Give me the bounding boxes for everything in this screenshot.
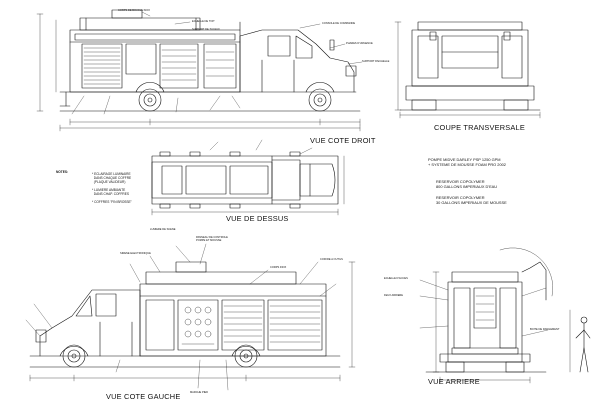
pump-spec-text: POMPE MIDVE DARLEY PSP 1250 GPM + SYSTEM… (428, 157, 506, 167)
rear-view (419, 247, 591, 384)
callout-right-4: CONSOLE DE COMMANDE (322, 22, 356, 25)
view-title-rear: VUE ARRIERE (428, 377, 480, 386)
callout-rear-2: FEUX ARRIERE (384, 294, 404, 297)
callout-right-1: CORPS DE BOUCLE INOX (118, 9, 150, 12)
callout-rear-1: ECHELLE D'ACCES (384, 277, 408, 280)
cross-section-view (394, 21, 541, 119)
top-view (151, 139, 345, 216)
view-title-top: VUE DE DESSUS (226, 214, 289, 223)
water-tank-spec-text: RESERVOIR COPOLYMER 800 GALLONS IMPERIAU… (436, 179, 498, 189)
right-side-view (36, 9, 363, 132)
left-side-view (25, 243, 356, 391)
callout-left-1: LUMIERE DE SCENE (150, 228, 176, 231)
view-title-right-side: VUE COTE DROIT (310, 136, 376, 145)
callout-right-2: ECHELLE DE TOIT (192, 20, 215, 23)
callout-left-5: COFFRE A OUTILS (320, 258, 343, 261)
foam-tank-spec-text: RESERVOIR COPOLYMER 30 GALLONS IMPERIAUX… (436, 195, 507, 205)
callout-right-3: SUPPORT DE TUYAUX (192, 28, 220, 31)
callout-right-6: SUPPORT D'ECHELLE (362, 60, 390, 63)
view-title-left-side: VUE COTE GAUCHE (106, 392, 181, 401)
callout-right-5: PHARES D'URGENCE (346, 42, 373, 45)
callout-left-3: SIRENE ELECTRONIQUE (120, 252, 151, 255)
callout-left-2: PANNEAU DE CONTROLE POMPE ET MOUSSE (196, 236, 228, 242)
callout-rear-3: BOITE DE RANGEMENT (530, 328, 560, 331)
notes-body: * ECLAIRAGE LUMINAIRE DANS CHAQUE COFFRE… (92, 172, 132, 204)
view-title-cross-section: COUPE TRANSVERSALE (434, 123, 525, 132)
callout-left-6: MARCHE PIED (190, 391, 209, 394)
notes-title: NOTES: (56, 170, 69, 174)
callout-left-4: CORPS INOX (270, 266, 287, 269)
